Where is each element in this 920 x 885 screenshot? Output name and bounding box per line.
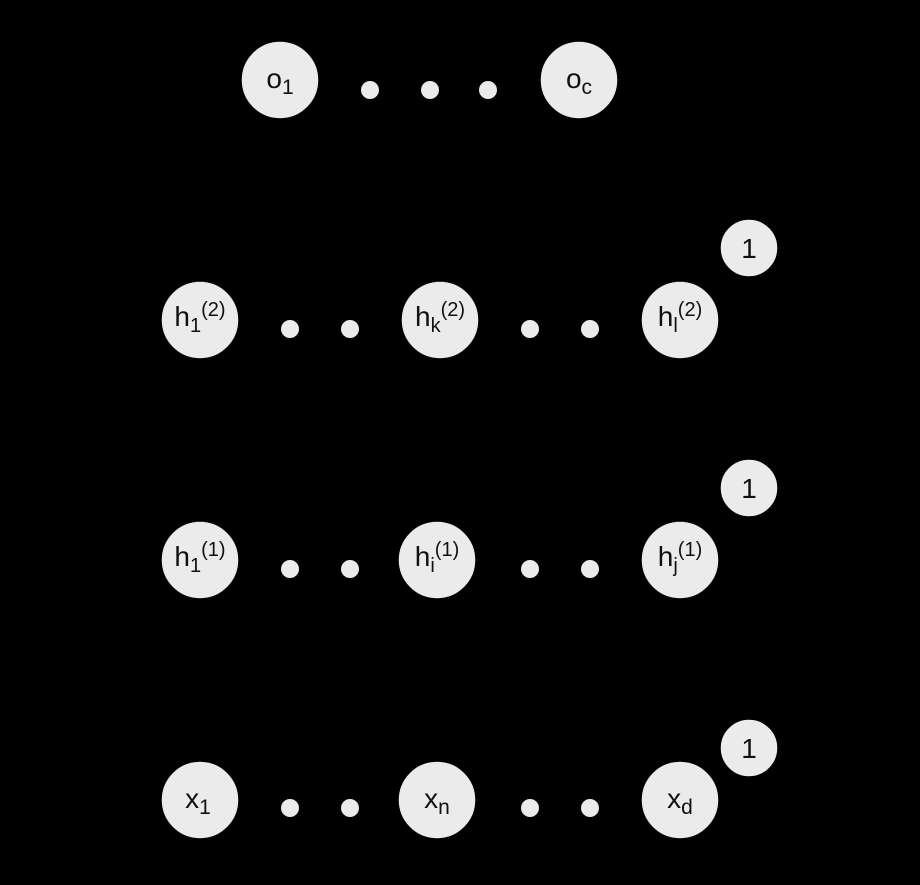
- ellipsis-dot: [581, 560, 599, 578]
- node-label: hk(2): [415, 299, 465, 337]
- node-label: hi(1): [415, 539, 459, 577]
- ellipsis-dot: [521, 320, 539, 338]
- node-x1: x1: [160, 760, 240, 840]
- ellipsis-dot: [521, 799, 539, 817]
- node-h1-2: h1(2): [160, 280, 240, 360]
- layer-hidden-1: h1(1) hi(1) hj(1) 1: [160, 458, 779, 600]
- ellipsis-dot: [581, 799, 599, 817]
- node-label: h1(1): [174, 539, 225, 577]
- layer-input: x1 xn xd 1: [160, 718, 779, 840]
- ellipsis-dot: [281, 560, 299, 578]
- node-label: xn: [424, 783, 450, 819]
- node-label: xd: [667, 783, 693, 819]
- layer-hidden-2: h1(2) hk(2) hl(2) 1: [160, 218, 779, 360]
- ellipsis-dot: [341, 799, 359, 817]
- ellipsis-dot: [341, 320, 359, 338]
- node-label: o1: [266, 63, 293, 99]
- ellipsis-dot: [581, 320, 599, 338]
- node-label: h1(2): [174, 299, 225, 337]
- node-hj-1: hj(1): [640, 520, 720, 600]
- node-o1: o1: [240, 40, 320, 120]
- ellipsis-dot: [281, 320, 299, 338]
- bias-node: 1: [719, 218, 779, 278]
- node-oc: oc: [539, 40, 619, 120]
- bias-label: 1: [741, 473, 757, 504]
- bias-node: 1: [719, 718, 779, 778]
- layer-output: o1 oc: [240, 40, 619, 120]
- node-xn: xn: [397, 760, 477, 840]
- bias-label: 1: [741, 233, 757, 264]
- ellipsis-dot: [521, 560, 539, 578]
- node-label: x1: [185, 783, 211, 819]
- ellipsis-dot: [341, 560, 359, 578]
- node-hl-2: hl(2): [640, 280, 720, 360]
- node-label: hl(2): [658, 299, 702, 337]
- node-hi-1: hi(1): [397, 520, 477, 600]
- ellipsis-dot: [281, 799, 299, 817]
- node-xd: xd: [640, 760, 720, 840]
- bias-label: 1: [741, 733, 757, 764]
- node-label: oc: [566, 63, 592, 99]
- ellipsis-dot: [421, 81, 439, 99]
- node-hk-2: hk(2): [400, 280, 480, 360]
- ellipsis-dot: [361, 81, 379, 99]
- ellipsis-dot: [479, 81, 497, 99]
- bias-node: 1: [719, 458, 779, 518]
- node-label: hj(1): [658, 539, 702, 577]
- node-h1-1: h1(1): [160, 520, 240, 600]
